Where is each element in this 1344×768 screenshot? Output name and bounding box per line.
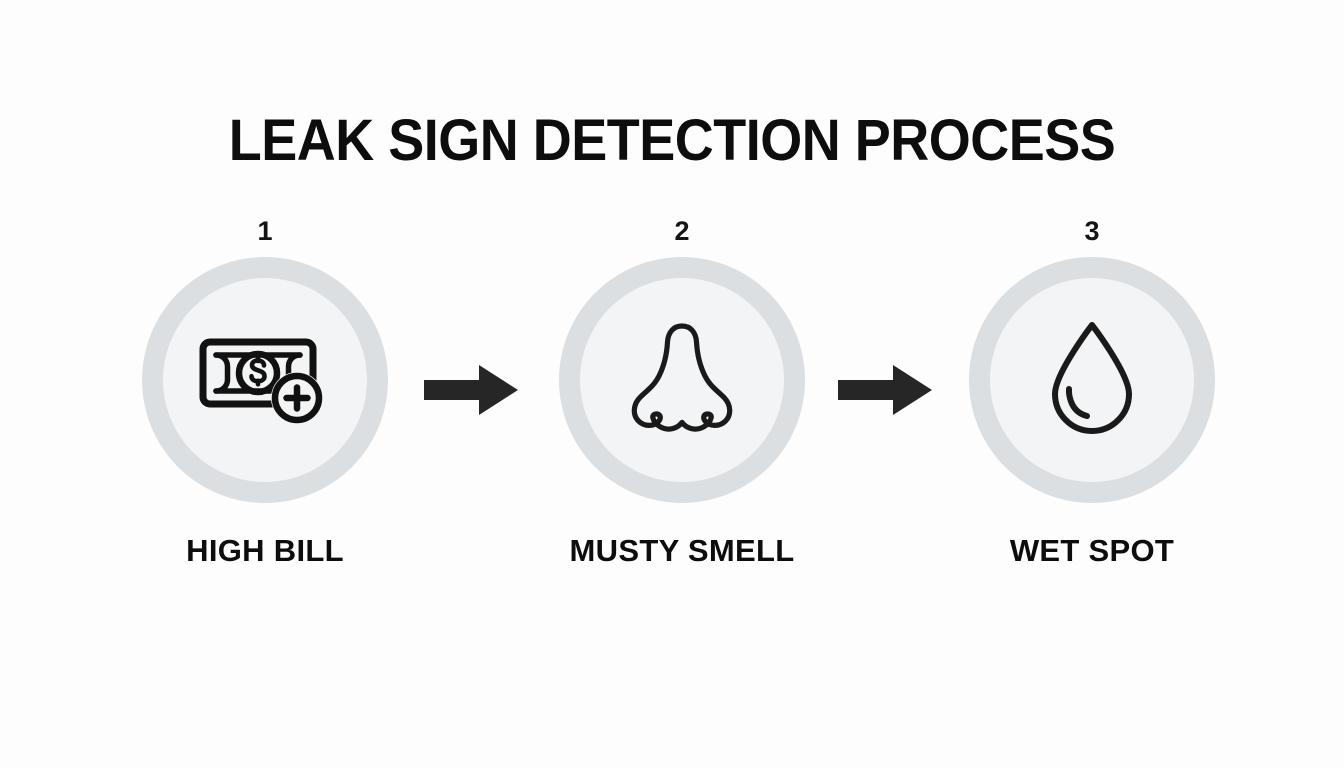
step-circle-inner-1 (163, 278, 367, 482)
process-step-musty-smell: 2 MUSTY SMELL (532, 205, 832, 625)
step-label-high-bill: HIGH BILL (186, 533, 344, 568)
process-step-wet-spot: 3 WET SPOT (942, 205, 1242, 625)
money-bill-plus-icon (197, 328, 333, 433)
process-step-high-bill: 1 (115, 205, 415, 625)
arrow-right-icon-1 (424, 362, 518, 418)
step-circle-1 (142, 257, 388, 503)
step-circle-inner-2 (580, 278, 784, 482)
step-circle-inner-3 (990, 278, 1194, 482)
step-number-1: 1 (257, 216, 273, 246)
step-label-musty-smell: MUSTY SMELL (569, 533, 795, 568)
step-label-wet-spot: WET SPOT (1009, 533, 1175, 568)
page-title: LEAK SIGN DETECTION PROCESS (228, 108, 1116, 173)
process-steps-row: 1 (0, 205, 1344, 625)
step-circle-3 (969, 257, 1215, 503)
water-droplet-icon (1043, 317, 1141, 444)
step-circle-2 (559, 257, 805, 503)
step-number-2: 2 (674, 216, 690, 246)
nose-icon (626, 318, 738, 443)
step-number-3: 3 (1084, 216, 1100, 246)
arrow-right-icon-2 (838, 362, 932, 418)
